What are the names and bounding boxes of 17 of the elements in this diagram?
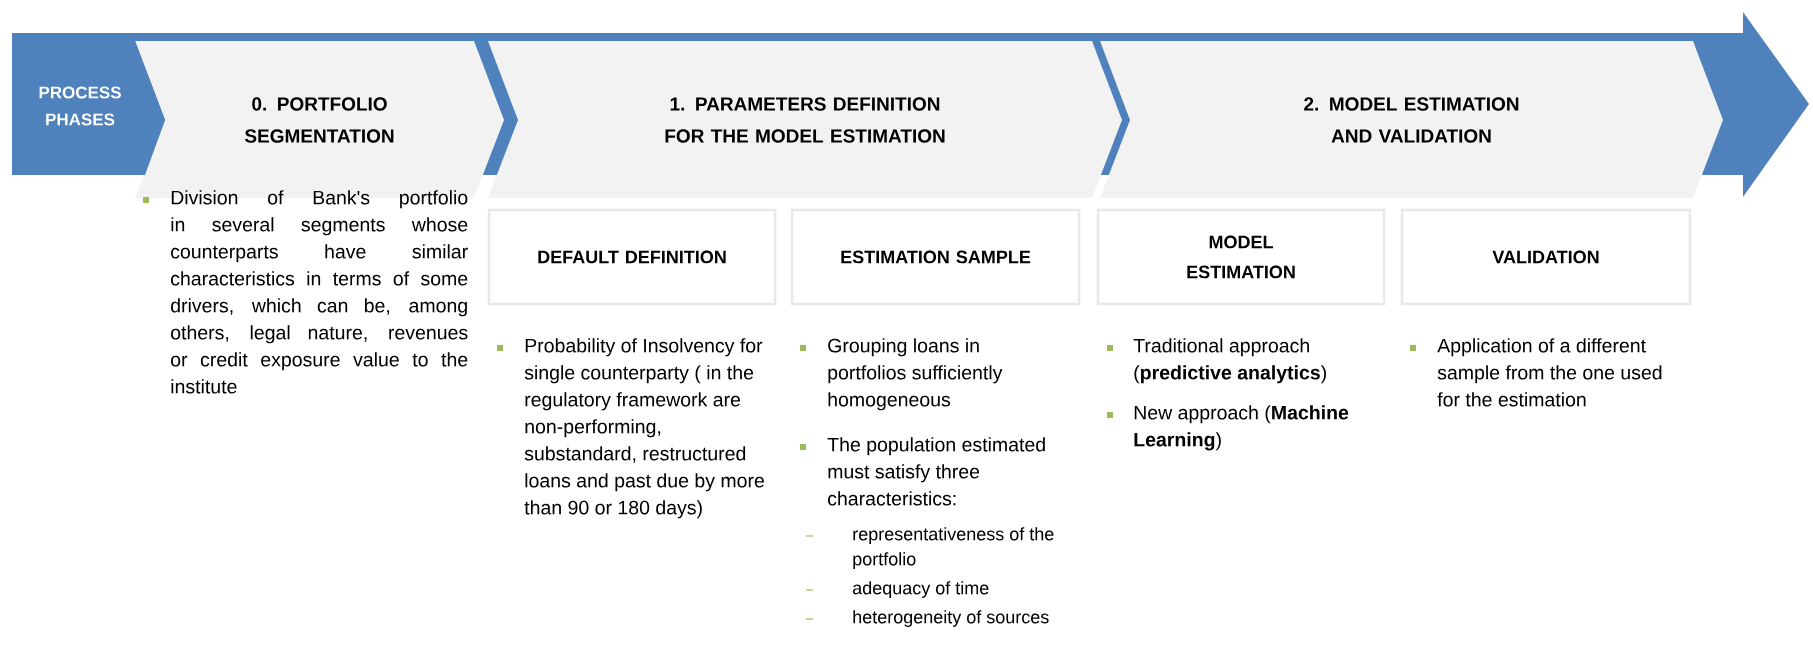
bullet-item: Grouping loans in portfolios sufficiently homogeneous bbox=[800, 338, 1003, 411]
header-box: DEFAULT DEFINITION bbox=[487, 208, 777, 306]
bullet-item: Probability of Insolvency for single counterparty ( in the regulatory framework are non-performing, substandard, restructured loans and past due by more than 90 or 180 days) bbox=[497, 338, 764, 519]
bullet-item: The population estimated must satisfy three characteristics: bbox=[800, 437, 1045, 506]
bullet-item: Application of a different sample from the one used for the estimation bbox=[1410, 338, 1662, 407]
phase-step: 2. MODEL ESTIMATION AND VALIDATION bbox=[1100, 41, 1723, 198]
sub-bullet-item: adequacy of time bbox=[805, 581, 989, 598]
phase-step: 1. PARAMETERS DEFINITION FOR THE MODEL ESTIMATION bbox=[488, 41, 1122, 198]
node-label: 2. MODEL ESTIMATION AND VALIDATION bbox=[1304, 97, 1519, 143]
bullet-item: New approach (Machine Learning) bbox=[1107, 405, 1349, 451]
header-box: VALIDATION bbox=[1400, 208, 1692, 306]
bullet-item: Traditional approach (predictive analytics) bbox=[1107, 338, 1326, 384]
header-box: ESTIMATION SAMPLE bbox=[790, 208, 1081, 306]
node-label: 1. PARAMETERS DEFINITION FOR THE MODEL ESTIMATION bbox=[665, 97, 945, 143]
header-box: MODEL ESTIMATION bbox=[1096, 208, 1386, 306]
sub-bullet-item: heterogeneity of sources bbox=[805, 610, 1049, 627]
phase-label: PROCESS PHASES bbox=[12, 41, 165, 175]
